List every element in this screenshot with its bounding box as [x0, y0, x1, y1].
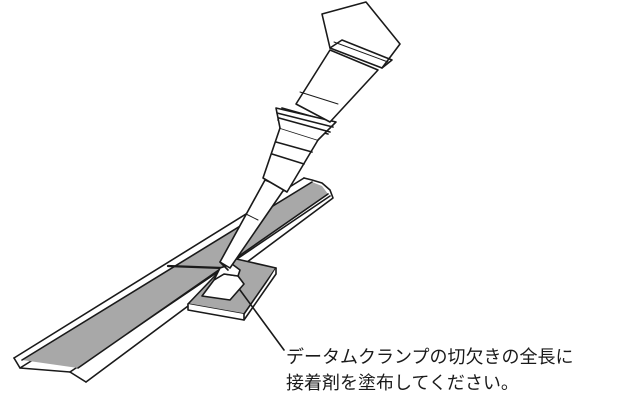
- adhesive-band: [22, 182, 328, 368]
- caption-line-2: 接着剤を塗布してください。: [286, 373, 519, 394]
- leader-line: [239, 289, 285, 351]
- caption-line-1: データムクランプの切欠きの全長に: [286, 347, 574, 368]
- instruction-caption: データムクランプの切欠きの全長に 接着剤を塗布してください。: [286, 345, 616, 397]
- applicator-nozzle: [219, 1, 401, 271]
